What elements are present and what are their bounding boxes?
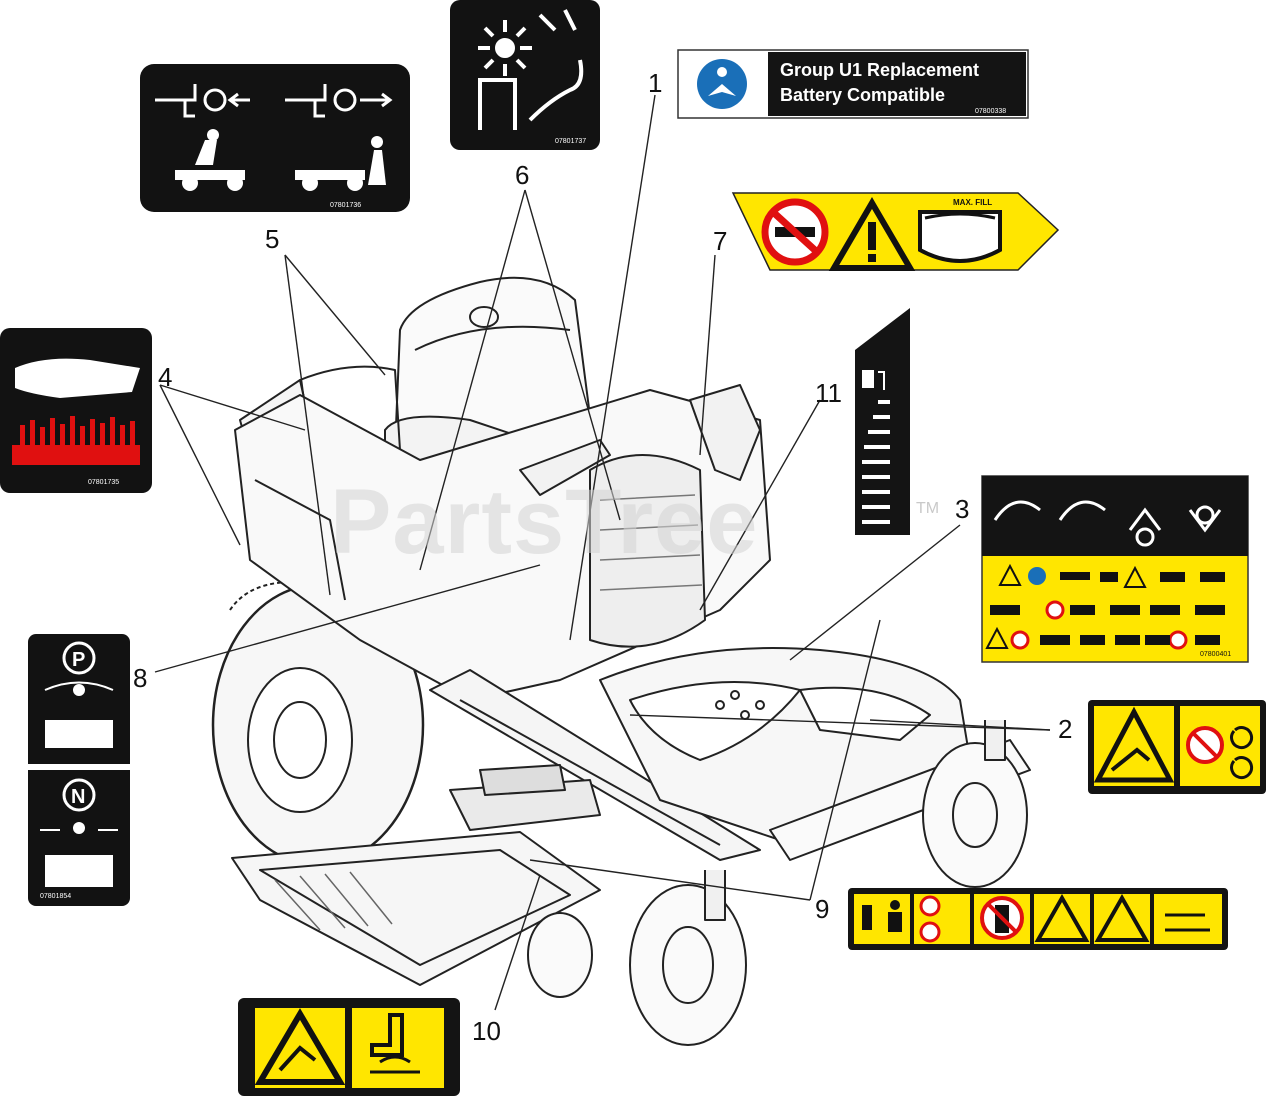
callout-2: 2 bbox=[1058, 714, 1073, 744]
decal-operator-safety bbox=[848, 888, 1228, 950]
decal-deck-hazard bbox=[238, 998, 460, 1096]
decal-park-neutral: P N bbox=[28, 634, 130, 906]
decal-fuel-gauge bbox=[855, 308, 910, 535]
decal-speed-control: 07801736 bbox=[140, 64, 410, 212]
decal-hand-crush: 07801735 bbox=[0, 328, 152, 493]
svg-text:P: P bbox=[72, 649, 85, 671]
decal-fuel-warning: MAX. FILL bbox=[731, 192, 1060, 271]
code-speed-control: 07801736 bbox=[330, 202, 361, 209]
callout-11: 11 bbox=[815, 378, 842, 408]
leader-lines bbox=[154, 94, 1051, 1011]
hand-hazard-icon bbox=[15, 358, 140, 398]
foot-platform bbox=[231, 831, 601, 986]
neutral-icon bbox=[62, 778, 96, 812]
decal-seat-hazard bbox=[981, 475, 1249, 663]
callout-3: 3 bbox=[955, 494, 970, 524]
battery-label: Group U1 Replacement Battery Compatible bbox=[780, 58, 1020, 108]
battery-label-line1: Group U1 Replacement bbox=[780, 60, 980, 80]
callout-10: 10 bbox=[472, 1016, 501, 1046]
code-hand-crush: 07801735 bbox=[88, 479, 119, 486]
callout-5: 5 bbox=[265, 224, 280, 254]
watermark-tm: TM bbox=[916, 500, 940, 517]
front-caster-right bbox=[922, 742, 1028, 888]
callout-8: 8 bbox=[133, 663, 148, 693]
code-park-neutral: 07801854 bbox=[40, 893, 72, 900]
callout-7: 7 bbox=[713, 226, 728, 256]
callout-9: 9 bbox=[815, 894, 830, 924]
callout-1: 1 bbox=[648, 68, 663, 98]
fuel-gauge-icon bbox=[862, 370, 890, 524]
svg-text:N: N bbox=[71, 786, 85, 808]
watermark: PartsTree bbox=[330, 471, 759, 573]
mower-illustration bbox=[211, 276, 1031, 1046]
code-seat-hazard: 07800401 bbox=[1200, 651, 1232, 658]
park-icon bbox=[62, 641, 96, 675]
battery-label-line2: Battery Compatible bbox=[780, 85, 946, 105]
front-caster-left bbox=[629, 884, 747, 1046]
decal-blade-hazard-right bbox=[1088, 700, 1266, 794]
decal-battery bbox=[677, 49, 1029, 119]
engine-block bbox=[589, 454, 706, 648]
decal-burn-hazard bbox=[450, 0, 600, 150]
code-battery: 07800338 bbox=[975, 108, 1007, 115]
callout-6: 6 bbox=[515, 160, 530, 190]
seat-hazard-icons bbox=[985, 563, 1225, 650]
callout-4: 4 bbox=[158, 362, 173, 392]
max-fill-label: MAX. FILL bbox=[953, 198, 992, 207]
blade-hazard-icon bbox=[1093, 706, 1175, 783]
code-burn-hazard: 07801737 bbox=[555, 138, 587, 145]
